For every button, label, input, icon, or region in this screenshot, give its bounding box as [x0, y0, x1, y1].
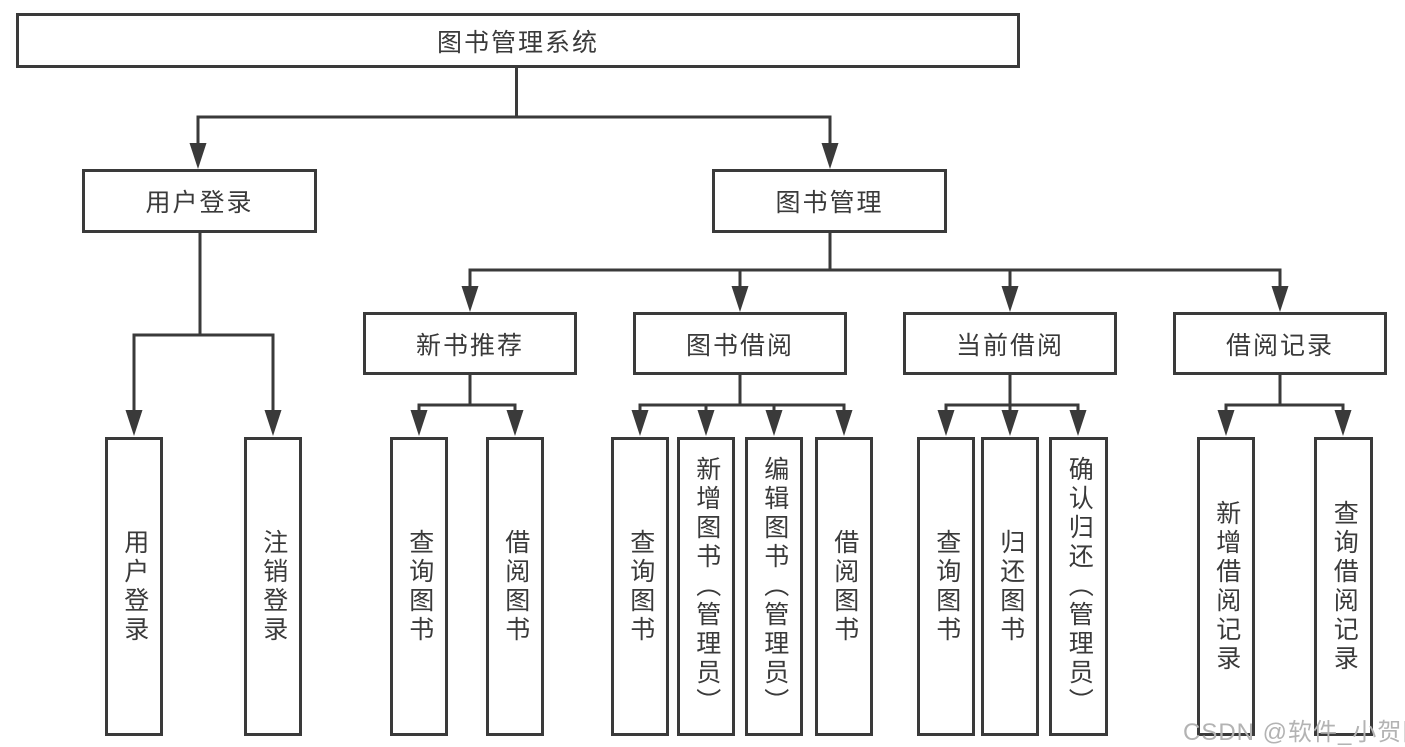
leaf-user-login: 用户登录	[105, 437, 163, 736]
arrow-down-icon	[125, 410, 143, 436]
leaf-label: 编辑图书（管理员）	[760, 456, 789, 717]
arrow-down-icon	[821, 143, 839, 169]
connector-line	[468, 233, 1282, 288]
node-user-login: 用户登录	[82, 169, 317, 233]
arrow-down-icon	[1001, 286, 1019, 312]
leaf-label: 用户登录	[120, 528, 149, 645]
arrow-down-icon	[697, 410, 715, 436]
arrow-down-icon	[835, 410, 853, 436]
leaf-logout-login: 注销登录	[244, 437, 302, 736]
leaf-label: 借阅图书	[501, 528, 530, 645]
leaf-records-add-record: 新增借阅记录	[1197, 437, 1255, 736]
leaf-borrow-add-books-admin: 新增图书（管理员）	[677, 437, 735, 736]
leaf-borrow-borrow-books: 借阅图书	[815, 437, 873, 736]
leaf-label: 查询图书	[626, 528, 655, 645]
node-book-borrow: 图书借阅	[633, 312, 847, 375]
leaf-borrow-edit-books-admin: 编辑图书（管理员）	[745, 437, 803, 736]
connector-new-book-to-children	[410, 375, 524, 436]
leaf-records-query-record: 查询借阅记录	[1314, 437, 1373, 736]
connector-book-borrow-to-children	[631, 375, 853, 436]
leaf-current-return-books: 归还图书	[981, 437, 1039, 736]
connector-line	[417, 375, 517, 412]
arrow-down-icon	[1334, 410, 1352, 436]
leaf-label: 借阅图书	[830, 528, 859, 645]
node-current-borrow: 当前借阅	[903, 312, 1117, 375]
connector-line	[1224, 375, 1345, 412]
arrow-down-icon	[506, 410, 524, 436]
connector-book-management-to-level2	[461, 233, 1289, 312]
connector-line	[638, 375, 846, 412]
leaf-borrow-query-books: 查询图书	[611, 437, 669, 736]
arrow-down-icon	[731, 286, 749, 312]
arrow-down-icon	[1069, 410, 1087, 436]
leaf-label: 查询借阅记录	[1330, 499, 1359, 674]
leaf-label: 新增图书（管理员）	[692, 456, 721, 717]
connector-borrow-records-to-children	[1217, 375, 1352, 436]
arrow-down-icon	[189, 143, 207, 169]
leaf-new-borrow-books: 借阅图书	[486, 437, 544, 736]
arrow-down-icon	[1271, 286, 1289, 312]
arrow-down-icon	[765, 410, 783, 436]
leaf-label: 确认归还（管理员）	[1065, 456, 1094, 717]
leaf-current-confirm-return-admin: 确认归还（管理员）	[1049, 437, 1108, 736]
arrow-down-icon	[1001, 410, 1019, 436]
leaf-label: 注销登录	[259, 528, 288, 645]
connector-line	[944, 375, 1080, 412]
connector-line	[132, 233, 275, 412]
connector-root-to-level1	[189, 68, 839, 169]
leaf-label: 新增借阅记录	[1212, 499, 1241, 674]
node-root-library-system: 图书管理系统	[16, 13, 1020, 68]
node-borrow-records: 借阅记录	[1173, 312, 1387, 375]
connector-user-login-to-children	[125, 233, 282, 436]
leaf-label: 归还图书	[996, 528, 1025, 645]
connector-line	[196, 68, 832, 145]
arrow-down-icon	[461, 286, 479, 312]
arrow-down-icon	[1217, 410, 1235, 436]
arrow-down-icon	[631, 410, 649, 436]
csdn-watermark: CSDN @软件_小贺同学	[1183, 719, 1405, 746]
node-new-book-recommend: 新书推荐	[363, 312, 577, 375]
leaf-new-query-books: 查询图书	[390, 437, 448, 736]
node-book-management: 图书管理	[712, 169, 947, 233]
leaf-label: 查询图书	[932, 528, 961, 645]
arrow-down-icon	[264, 410, 282, 436]
arrow-down-icon	[410, 410, 428, 436]
connector-current-borrow-to-children	[937, 375, 1087, 436]
leaf-current-query-books: 查询图书	[917, 437, 975, 736]
arrow-down-icon	[937, 410, 955, 436]
leaf-label: 查询图书	[405, 528, 434, 645]
